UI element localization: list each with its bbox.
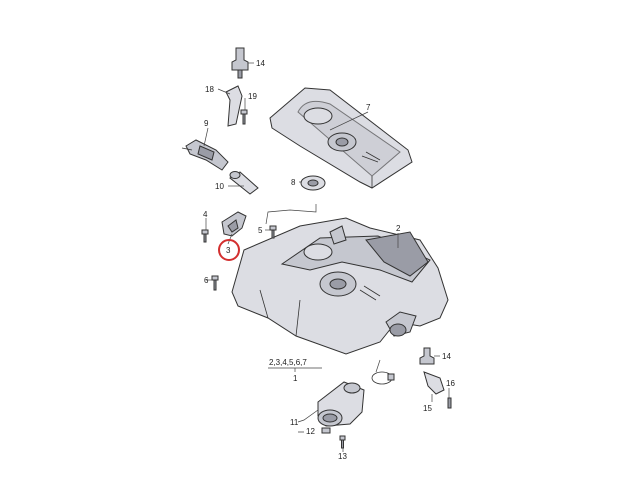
part-3-connector <box>221 211 247 237</box>
part-19-screw <box>240 109 248 125</box>
callout-9: 9 <box>204 119 209 128</box>
part-4-screw <box>201 229 209 243</box>
part-10-hose <box>229 171 259 195</box>
part-11-air-duct <box>317 381 365 427</box>
part-15-bracket <box>423 371 445 395</box>
part-3-highlight-circle <box>218 239 240 261</box>
callout-4: 4 <box>203 210 208 219</box>
callout-7: 7 <box>366 103 371 112</box>
callout-1: 1 <box>293 374 298 383</box>
part-8-grommet <box>300 175 326 191</box>
callout-labels: 14 18 19 7 9 8 10 4 5 2 3 6 2,3,4,5,6,7 … <box>203 59 455 461</box>
part-16-screw <box>447 397 452 409</box>
part-9-breather-hose <box>181 139 229 171</box>
callout-2: 2 <box>396 224 401 233</box>
callout-group: 2,3,4,5,6,7 <box>269 358 307 367</box>
callout-18: 18 <box>205 85 214 94</box>
part-18-bracket <box>225 85 243 127</box>
callout-3: 3 <box>226 246 231 255</box>
callout-19: 19 <box>248 92 257 101</box>
callout-11: 11 <box>290 418 299 427</box>
part-6-screw <box>211 275 219 291</box>
part-5-screw <box>269 225 277 239</box>
part-clamp <box>371 371 395 385</box>
callout-14-top: 14 <box>256 59 265 68</box>
callout-8: 8 <box>291 178 296 187</box>
callout-16: 16 <box>446 379 455 388</box>
callout-15: 15 <box>423 404 432 413</box>
part-12-clip <box>321 427 331 434</box>
callout-5: 5 <box>258 226 263 235</box>
part-13-screw <box>339 435 346 449</box>
callout-10: 10 <box>215 182 224 191</box>
callout-12: 12 <box>306 427 315 436</box>
callout-6: 6 <box>204 276 209 285</box>
part-7-upper-cover <box>269 87 413 189</box>
part-14-stud-top <box>231 47 249 79</box>
part-14-stud-bottom <box>419 347 435 365</box>
callout-13: 13 <box>338 452 347 461</box>
part-2-engine-cover <box>231 217 449 355</box>
callout-14-bottom: 14 <box>442 352 451 361</box>
leader-lines <box>203 62 450 452</box>
